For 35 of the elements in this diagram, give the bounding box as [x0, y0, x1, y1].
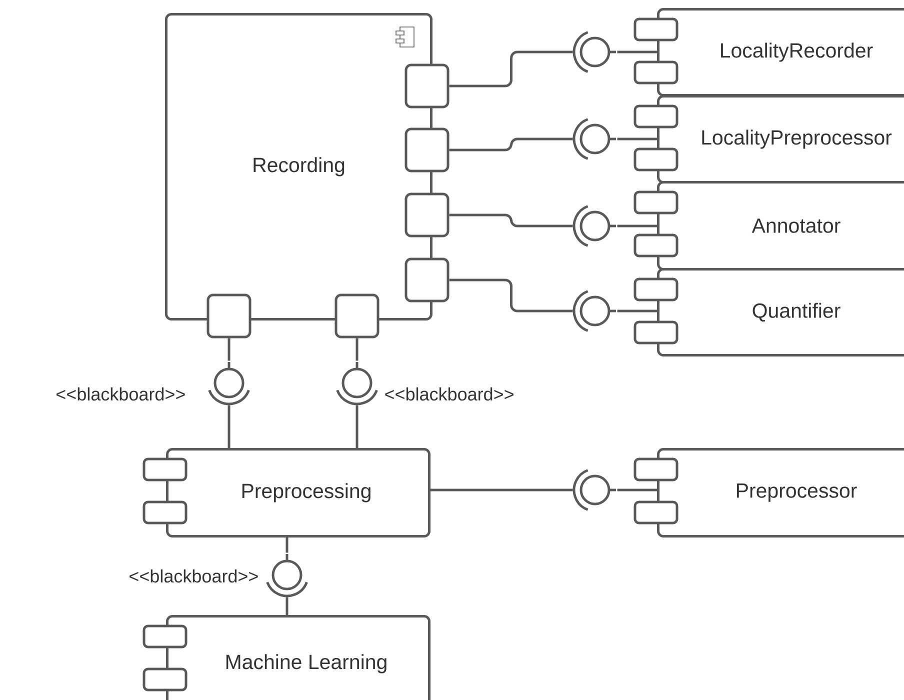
ball-and-socket — [336, 362, 378, 406]
connector-line — [356, 338, 358, 361]
connector-line — [356, 405, 358, 448]
component-box: Preprocessing — [142, 448, 430, 538]
stereotype-label: <<blackboard>> — [56, 387, 185, 401]
connector-line — [449, 214, 573, 228]
ball-and-socket — [572, 469, 616, 511]
connector-line — [228, 338, 230, 361]
connector-line — [449, 278, 573, 312]
port-box — [404, 258, 450, 302]
component-box: LocalityPreprocessor — [634, 94, 904, 184]
component-box: LocalityRecorder — [634, 8, 904, 96]
stereotype-label: <<blackboard>> — [130, 569, 258, 583]
ball-and-socket — [572, 205, 616, 247]
ball-and-socket — [572, 118, 616, 160]
ball-and-socket — [572, 31, 616, 73]
connector-line — [449, 138, 573, 152]
connector-line — [228, 405, 230, 448]
connector-line — [430, 488, 573, 492]
port-box — [404, 64, 450, 108]
port-box — [404, 192, 450, 238]
ball-and-socket — [572, 290, 616, 332]
connector-line — [449, 50, 573, 88]
port-box — [334, 294, 380, 338]
ball-and-socket — [208, 362, 250, 406]
component-box: Quantifier — [634, 268, 904, 356]
ball-and-socket — [266, 554, 308, 598]
connector-line — [286, 537, 288, 553]
component-box: Preprocessor — [634, 448, 904, 538]
stereotype-label: <<blackboard>> — [385, 387, 514, 401]
port-box — [404, 128, 450, 172]
component-box: Machine Learning — [142, 614, 430, 700]
component-box: Annotator — [634, 180, 904, 270]
port-box — [206, 294, 252, 338]
connector-line — [286, 597, 288, 615]
